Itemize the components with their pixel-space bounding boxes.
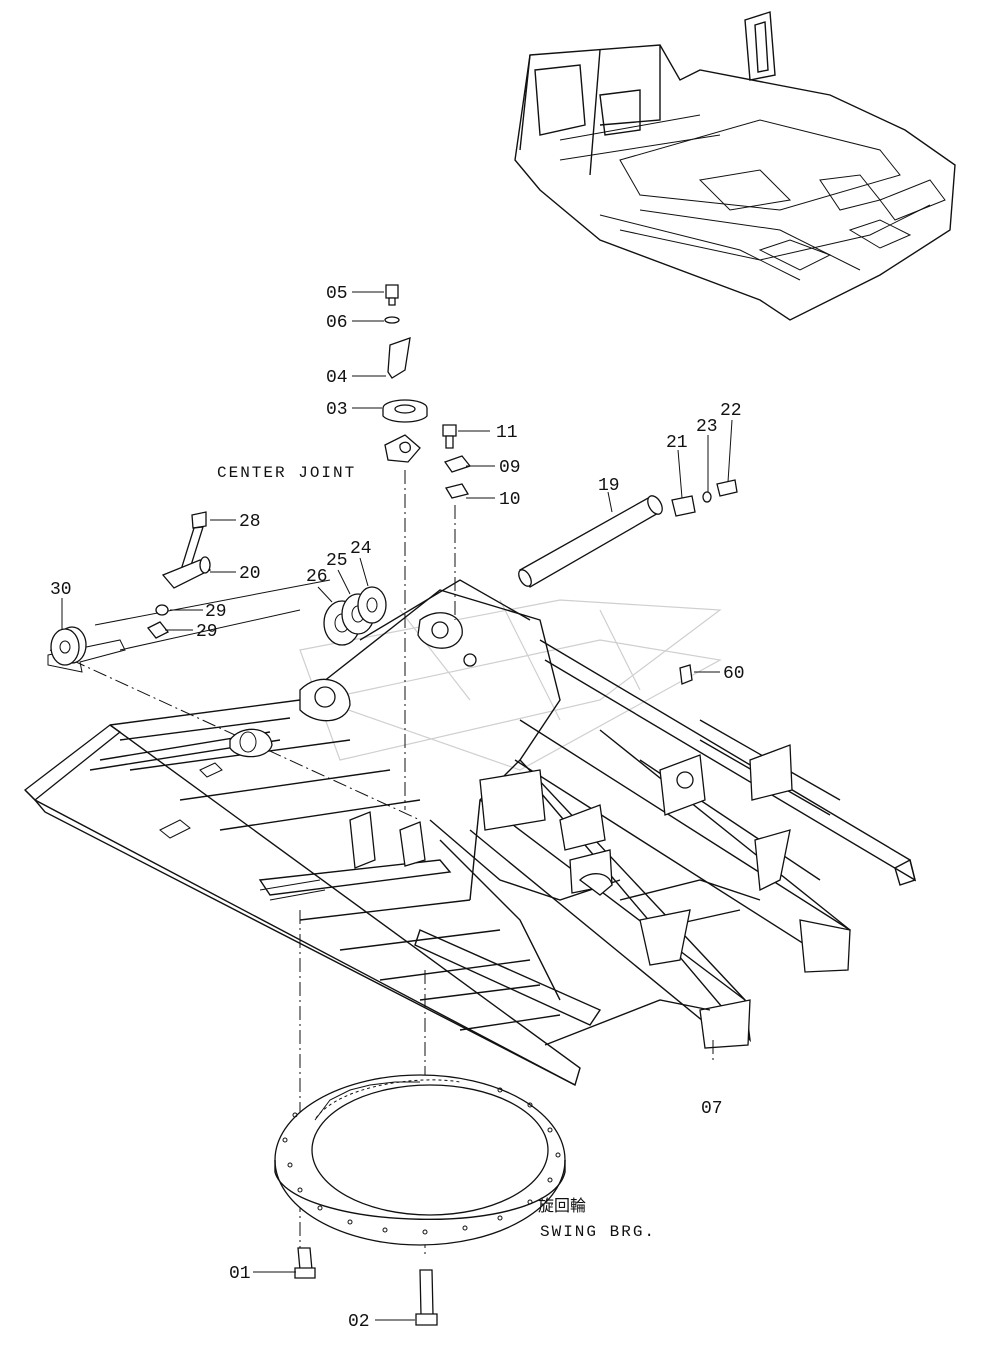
label-20: 20 <box>239 564 261 584</box>
label-01: 01 <box>229 1264 251 1284</box>
label-05: 05 <box>326 284 348 304</box>
part-labels: 05 06 04 03 11 09 10 21 23 22 19 28 20 2… <box>50 284 745 1332</box>
swing-bearing-caption-jp: 旋回輪 <box>538 1196 586 1215</box>
label-03: 03 <box>326 400 348 420</box>
label-02: 02 <box>348 1312 370 1332</box>
cover-parts <box>442 424 472 499</box>
label-10: 10 <box>499 490 521 510</box>
label-04: 04 <box>326 368 348 388</box>
label-06: 06 <box>326 313 348 333</box>
label-07: 07 <box>701 1099 723 1119</box>
bearing-bolts <box>294 1247 438 1326</box>
label-60: 60 <box>723 664 745 684</box>
center-joint-parts <box>382 284 428 463</box>
bearing-bolt-holes <box>282 1087 561 1235</box>
machine-overview <box>514 11 956 321</box>
label-11: 11 <box>496 423 518 443</box>
captions: CENTER JOINT 旋回輪 SWING BRG. <box>217 464 656 1241</box>
pin-parts <box>518 479 738 685</box>
upper-frame <box>24 579 917 1087</box>
leader-lines <box>61 291 733 1321</box>
center-joint-caption: CENTER JOINT <box>217 464 356 482</box>
label-28: 28 <box>239 512 261 532</box>
label-19: 19 <box>598 476 620 496</box>
label-29-upper: 29 <box>205 602 227 622</box>
swing-bearing-caption-en: SWING BRG. <box>540 1223 656 1241</box>
label-22: 22 <box>720 401 742 421</box>
label-26: 26 <box>306 567 328 587</box>
label-24: 24 <box>350 539 372 559</box>
label-21: 21 <box>666 433 688 453</box>
label-29-lower: 29 <box>196 622 218 642</box>
label-30: 30 <box>50 580 72 600</box>
label-09: 09 <box>499 458 521 478</box>
boom-pin-parts <box>50 511 387 758</box>
swing-bearing <box>274 1074 566 1246</box>
label-23: 23 <box>696 417 718 437</box>
label-25: 25 <box>326 551 348 571</box>
